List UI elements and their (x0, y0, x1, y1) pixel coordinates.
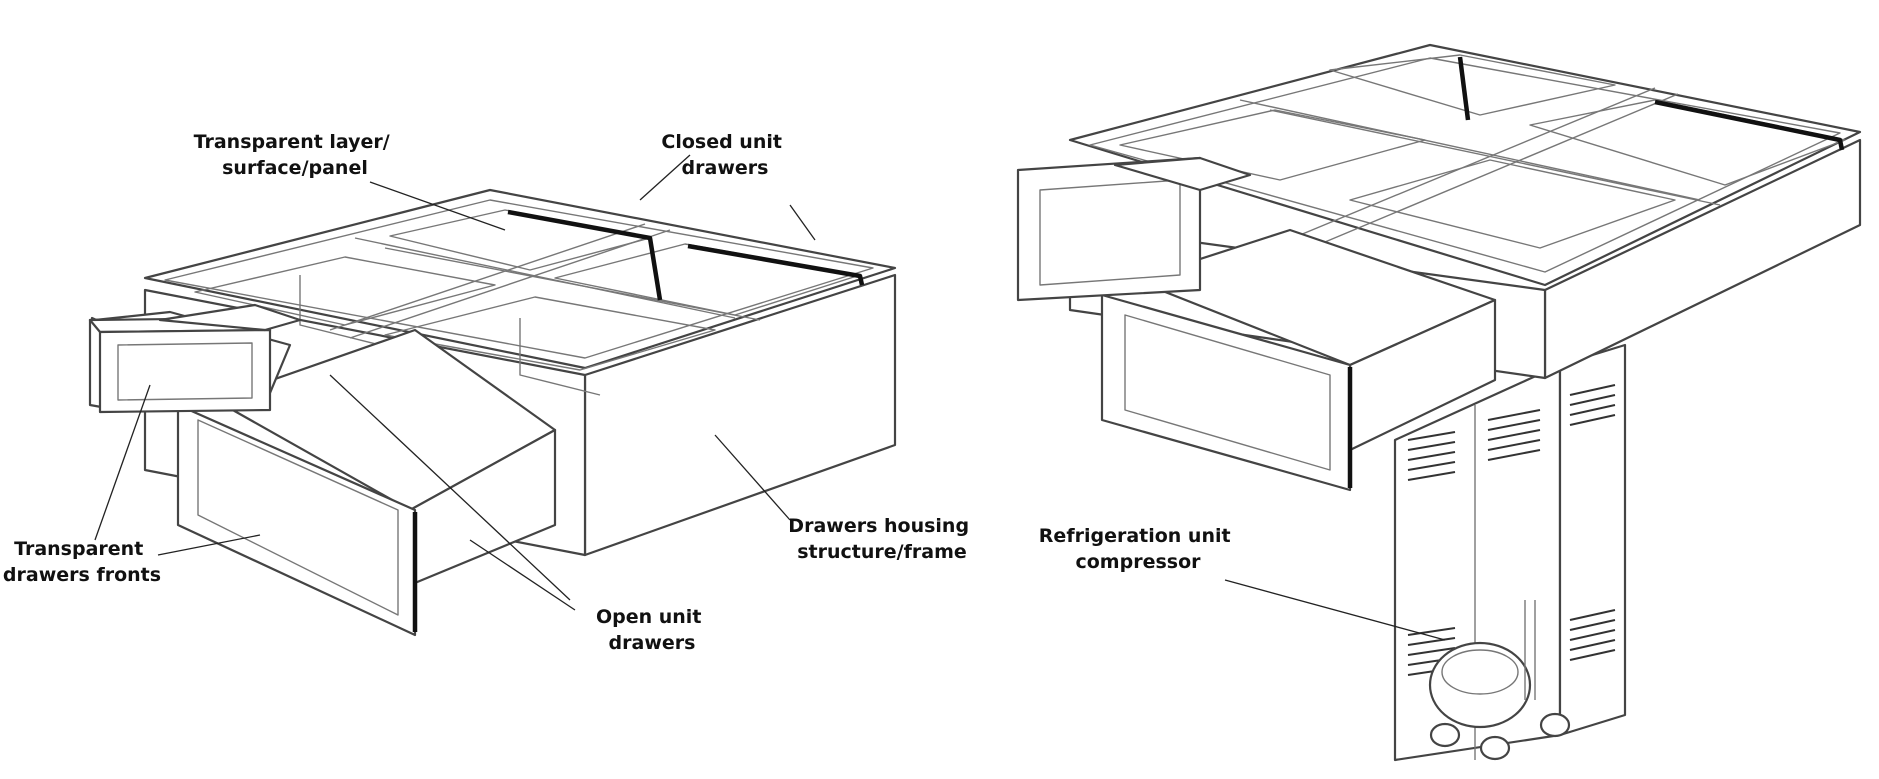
label-open-drawers: Open unit drawers (596, 606, 708, 654)
left-drawer-unit-illustration (90, 190, 895, 635)
right-drawer-unit-illustration (1018, 45, 1860, 760)
label-compressor: Refrigeration unit compressor (1039, 525, 1237, 573)
leader-closed-drawers-b (790, 205, 815, 240)
label-housing: Drawers housing structure/frame (788, 515, 975, 563)
label-closed-drawers: Closed unit drawers (661, 131, 788, 179)
label-drawer-fronts: Transparent drawers fronts (3, 538, 161, 586)
label-transparent-layer: Transparent layer/ surface/panel (194, 131, 397, 179)
pedestal-side (1560, 345, 1625, 735)
